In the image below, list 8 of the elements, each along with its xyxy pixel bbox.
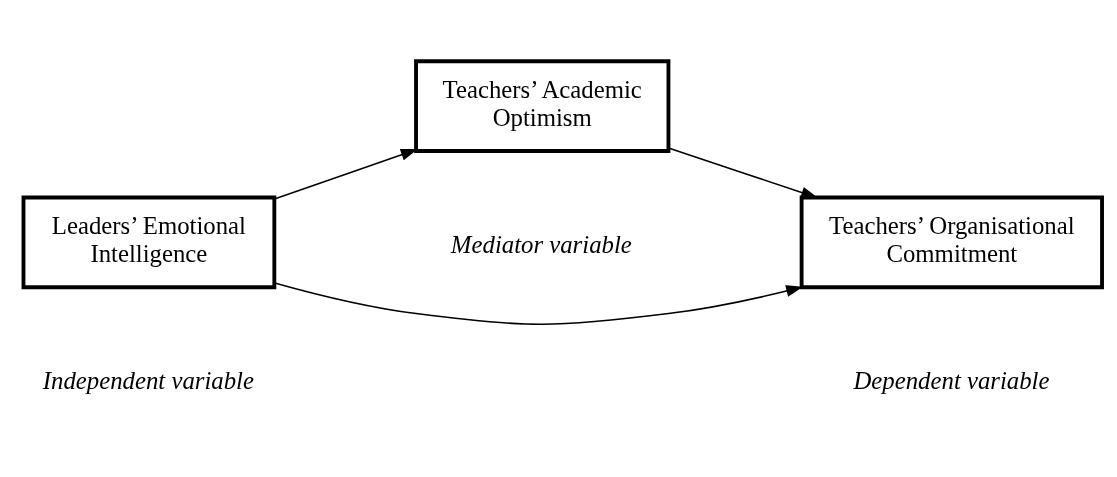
arrow xyxy=(273,148,418,200)
node-label: Dependent variable xyxy=(853,367,1050,395)
node-label: Independent variable xyxy=(42,367,254,395)
node-box: Leaders’ Emotional Intelligence xyxy=(21,195,277,290)
node-box: Teachers’ Academic Optimism xyxy=(414,59,671,153)
node-label: Mediator variable xyxy=(450,230,632,258)
arrow xyxy=(667,147,819,199)
node-box: Teachers’ Organisational Commitment xyxy=(799,195,1104,290)
